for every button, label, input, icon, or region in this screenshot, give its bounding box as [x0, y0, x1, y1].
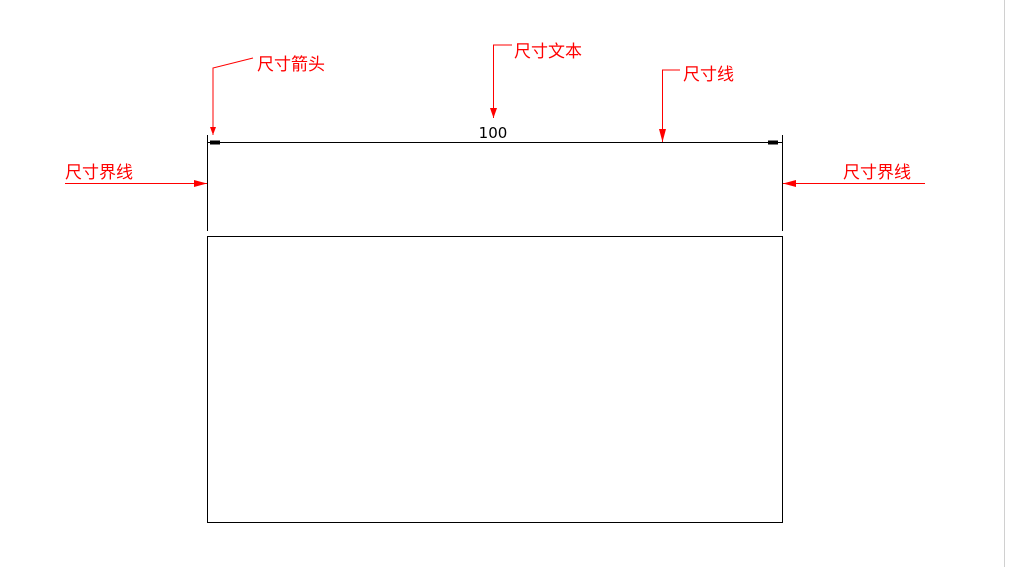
annotation-arrow-label: 尺寸箭头	[257, 55, 325, 75]
annotation-dim-line	[659, 69, 680, 142]
annotation-arrow	[210, 57, 254, 135]
annotation-ext-right-label: 尺寸界线	[843, 163, 911, 183]
dimension-arrow-right	[768, 140, 778, 145]
dimension-arrow-left	[210, 140, 220, 145]
annotation-text	[490, 44, 512, 118]
annotation-ext-left-label: 尺寸界线	[65, 163, 133, 183]
dimension-text: 100	[479, 124, 508, 142]
annotation-ext-right	[783, 180, 925, 187]
annotation-dim-line-label: 尺寸线	[683, 65, 734, 85]
rectangle-shape	[207, 236, 783, 523]
annotation-ext-left	[65, 180, 207, 187]
annotation-text-label: 尺寸文本	[514, 42, 582, 62]
